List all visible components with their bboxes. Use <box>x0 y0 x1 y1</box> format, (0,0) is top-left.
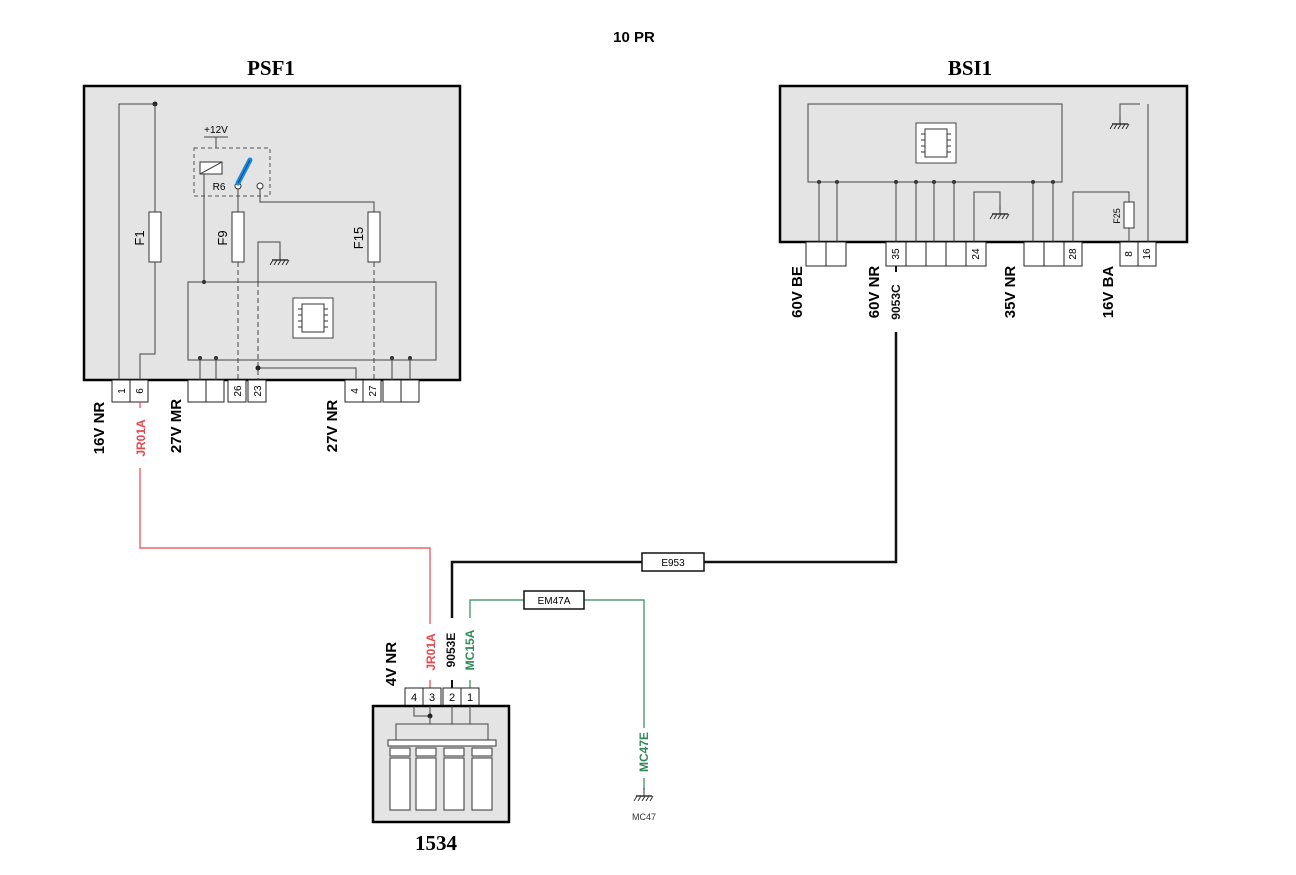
fuse-f25-label: F25 <box>1112 208 1122 224</box>
psf1-pin-row: 1 6 26 23 4 27 <box>111 379 420 403</box>
bsi1-component: BSI1 F25 <box>778 56 1189 319</box>
wire-e953-tag <box>641 552 705 572</box>
bsi-chip-icon <box>915 122 957 164</box>
bsi1-pin-8: 8 <box>1124 251 1135 257</box>
fuse-f15 <box>367 211 381 263</box>
fuse-f1 <box>148 211 162 263</box>
fuse-f15-label: F15 <box>351 227 366 249</box>
fuse-f1-label: F1 <box>132 230 147 245</box>
psf1-component: PSF1 F1 +12V R6 F9 F15 <box>82 56 462 455</box>
wire-mc15a: EM47A MC15A MC47E <box>463 590 651 790</box>
psf1-pin-27: 27 <box>368 385 379 397</box>
relay-r6-box <box>193 147 271 197</box>
c1534-cells <box>389 747 493 811</box>
c1534-pin-2: 2 <box>449 692 455 704</box>
psf1-pin-26: 26 <box>233 385 244 397</box>
psf1-pin-23: 23 <box>253 385 264 397</box>
fuse-f9 <box>231 211 245 263</box>
relay-label: R6 <box>213 182 226 193</box>
wire-9053e-label: 9053E <box>444 633 458 668</box>
ecu-chip-icon <box>292 297 334 339</box>
c1534-connector-4v-nr: 4V NR <box>383 642 400 686</box>
psf1-connector-27v-nr: 27V NR <box>324 400 341 453</box>
wire-e953-label: E953 <box>661 558 685 569</box>
psf1-connector-16v: 16V NR <box>91 402 108 455</box>
psf1-pin-1: 1 <box>117 388 128 394</box>
c1534-pin-3: 3 <box>429 692 435 704</box>
wire-mc47e-label: MC47E <box>637 732 651 772</box>
bsi1-connector-60v-be: 60V BE <box>789 266 806 318</box>
ground-mc47-label: MC47 <box>632 812 656 822</box>
wire-9053c-label: 9053C <box>889 284 903 320</box>
psf1-pin-6: 6 <box>135 388 146 394</box>
bsi1-pin-28: 28 <box>1068 248 1079 260</box>
diagram-title: 10 PR <box>613 29 655 46</box>
psf1-pin-4: 4 <box>350 388 361 394</box>
wire-em47a-label: EM47A <box>538 596 571 607</box>
wire-jr01a-label-bottom: JR01A <box>424 633 438 671</box>
bsi1-internal-wires <box>817 104 1149 242</box>
wire-9053: 9053C E953 9053E <box>444 266 903 688</box>
wire-em47a-tag <box>523 590 585 610</box>
bsi1-connector-35v-nr: 35V NR <box>1002 266 1019 319</box>
psf1-connector-27v-mr: 27V MR <box>168 399 185 453</box>
c1534-pin-1: 1 <box>467 692 473 704</box>
bsi1-pin-24: 24 <box>971 248 982 260</box>
component-1534: 4V NR 4 3 2 1 1534 <box>371 642 511 855</box>
ground-mc47-icon <box>633 787 654 802</box>
psf1-title: PSF1 <box>247 56 295 80</box>
fuse-f9-label: F9 <box>215 230 230 245</box>
bsi1-connector-16v-ba: 16V BA <box>1100 266 1117 319</box>
wire-jr01a-label-top: JR01A <box>134 419 148 457</box>
wire-jr01a: JR01A JR01A <box>134 402 438 688</box>
bsi1-pin-16: 16 <box>1142 248 1153 260</box>
wire-mc15a-label: MC15A <box>463 629 477 670</box>
bsi1-title: BSI1 <box>948 56 992 80</box>
c1534-title: 1534 <box>415 831 458 855</box>
relay-supply-label: +12V <box>204 125 228 136</box>
c1534-pin-4: 4 <box>411 692 417 704</box>
bsi1-pin-35: 35 <box>891 248 902 260</box>
bsi1-connector-60v-nr: 60V NR <box>866 266 883 319</box>
bsi1-pin-row: 35 24 28 8 16 <box>805 241 1157 267</box>
